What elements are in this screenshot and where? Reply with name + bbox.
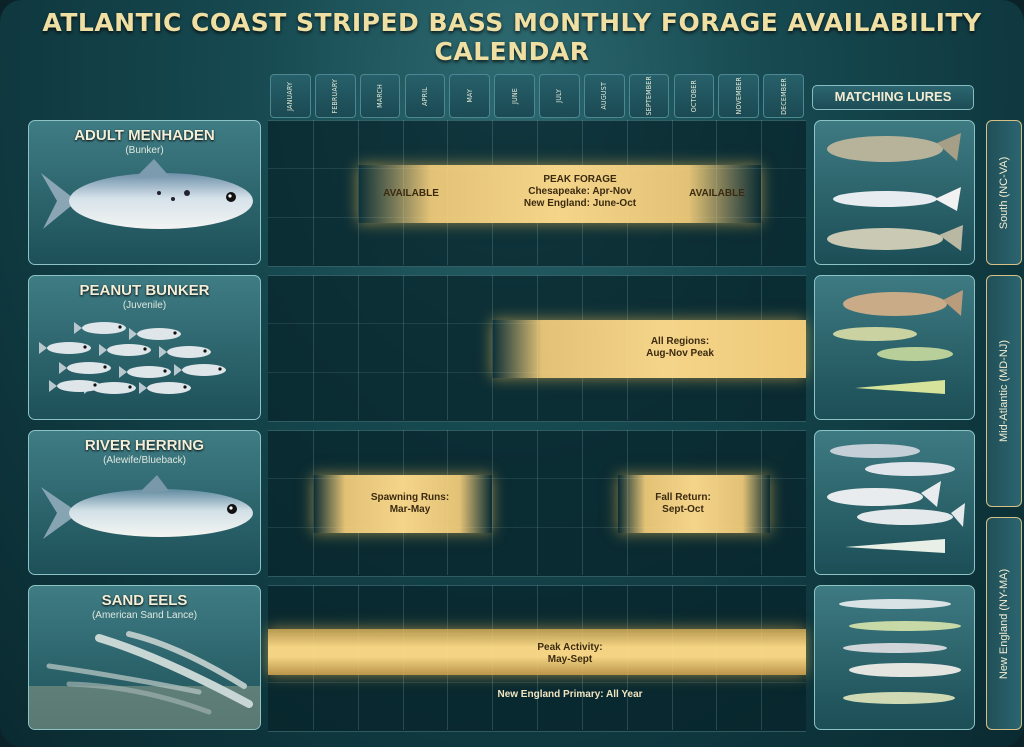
fish-name: ADULT MENHADEN (74, 127, 215, 144)
month-header-september: SEPTEMBER (628, 74, 670, 118)
card-adult-menhaden: ADULT MENHADEN (Bunker) (28, 120, 261, 265)
small-fish-icon (39, 342, 91, 354)
month-header-february: FEBRUARY (314, 74, 356, 118)
swimbait-lure-icon (827, 133, 963, 251)
menhaden-right-label: AVAILABLE (689, 188, 745, 199)
month-label: APRIL (420, 86, 429, 106)
small-fish-icon (49, 380, 101, 392)
month-label: DECEMBER (779, 77, 788, 115)
menhaden-left-label: AVAILABLE (383, 188, 439, 199)
grid-vline (492, 430, 494, 575)
lures-sandeel (814, 585, 975, 730)
month-label: JULY (555, 89, 564, 103)
herring-b-line1: Fall Return: (655, 492, 711, 503)
peanut-line1: All Regions: (650, 336, 710, 347)
grid-vline (537, 430, 538, 575)
month-label: FEBRUARY (331, 78, 340, 114)
region-tab-south[interactable]: South (NC-VA) (986, 120, 1022, 265)
card-sand-eels: SAND EELS (American Sand Lance) (28, 585, 261, 730)
lures-menhaden (814, 120, 975, 265)
month-label: JANUARY (286, 81, 295, 111)
matching-lures-header: MATCHING LURES (812, 85, 974, 110)
fish-name: SAND EELS (101, 592, 188, 609)
region-tab-mid-atlantic[interactable]: Mid-Atlantic (MD-NJ) (986, 275, 1022, 507)
herring-b-line2: Sept-Oct (662, 504, 704, 515)
small-fish-icon (74, 322, 126, 334)
grid-vline (761, 120, 763, 265)
month-header-july: JULY (539, 74, 580, 118)
sandeel-line2: May-Sept (547, 654, 593, 665)
month-label: MARCH (376, 84, 385, 108)
month-label: MAY (465, 89, 474, 103)
menhaden-center-title: PEAK FORAGE (543, 174, 617, 185)
menhaden-fish-icon (41, 159, 253, 229)
sand-eel-icon (29, 631, 260, 729)
fish-subtitle: (Bunker) (125, 145, 164, 156)
month-label: SEPTEMBER (645, 76, 654, 116)
herring-a-line1: Spawning Runs: (370, 492, 450, 503)
month-header-june: JUNE (494, 74, 535, 118)
small-fish-icon (99, 344, 151, 356)
herring-fish-icon (41, 475, 253, 539)
lures-herring (814, 430, 975, 575)
menhaden-center-line1: Chesapeake: Apr-Nov (528, 186, 632, 197)
grid-hline (268, 681, 806, 683)
grid-vline (447, 275, 449, 420)
page-title: ATLANTIC COAST STRIPED BASS MONTHLY FORA… (42, 8, 982, 66)
menhaden-center-line2: New England: June-Oct (523, 198, 637, 209)
fish-name: PEANUT BUNKER (79, 282, 210, 299)
month-label: NOVEMBER (734, 77, 743, 115)
forage-band-2-1 (617, 475, 771, 533)
grid-hline (268, 526, 806, 528)
small-fish-icon (159, 346, 211, 358)
fish-name: RIVER HERRING (84, 437, 205, 454)
month-header-january: JANUARY (270, 74, 311, 118)
small-fish-icon (129, 328, 181, 340)
month-header-november: NOVEMBER (718, 74, 760, 118)
lures-peanut (814, 275, 975, 420)
grid-hline (268, 478, 806, 480)
month-header-march: MARCH (359, 74, 401, 118)
region-label: South (NC-VA) (998, 156, 1010, 229)
fish-subtitle: (Juvenile) (122, 300, 167, 311)
small-fish-icon (119, 366, 171, 378)
small-fish-icon (59, 362, 111, 374)
small-fish-icon (139, 382, 191, 394)
fish-subtitle: (American Sand Lance) (91, 610, 198, 621)
forage-band-3-0 (268, 629, 806, 675)
month-label: JUNE (510, 88, 519, 104)
grid-vline (357, 275, 359, 420)
eel-lure-icon (839, 599, 961, 704)
fish-subtitle: (Alewife/Blueback) (103, 455, 186, 466)
grid-vline (402, 275, 404, 420)
month-label: AUGUST (600, 82, 609, 110)
sandeel-note: New England Primary: All Year (497, 689, 643, 700)
grid-vline (581, 430, 583, 575)
region-tab-new-england[interactable]: New England (NY-MA) (986, 517, 1022, 730)
month-label: OCTOBER (689, 79, 698, 113)
sandeel-line1: Peak Activity: (537, 642, 603, 653)
peanut-school-icon (39, 322, 226, 394)
month-header-october: OCTOBER (673, 74, 715, 118)
month-header-august: AUGUST (583, 74, 625, 118)
small-fish-icon (174, 364, 226, 376)
card-river-herring: RIVER HERRING (Alewife/Blueback) (28, 430, 261, 575)
region-label: Mid-Atlantic (MD-NJ) (998, 339, 1010, 443)
grid-vline (312, 275, 314, 420)
plug-lure-icon (833, 290, 963, 394)
forage-band-1-0 (492, 320, 806, 378)
card-peanut-bunker: PEANUT BUNKER (Juvenile) (28, 275, 261, 420)
month-header-may: MAY (449, 74, 491, 118)
month-header-december: DECEMBER (763, 74, 804, 118)
month-header-april: APRIL (404, 74, 446, 118)
forage-band-2-0 (312, 475, 493, 533)
forage-band-0-0 (357, 165, 762, 223)
herring-a-line2: Mar-May (389, 504, 431, 515)
region-label: New England (NY-MA) (998, 568, 1010, 679)
peanut-line2: Aug-Nov Peak (646, 348, 714, 359)
shad-lure-icon (827, 444, 965, 553)
grid-vline (312, 120, 314, 265)
